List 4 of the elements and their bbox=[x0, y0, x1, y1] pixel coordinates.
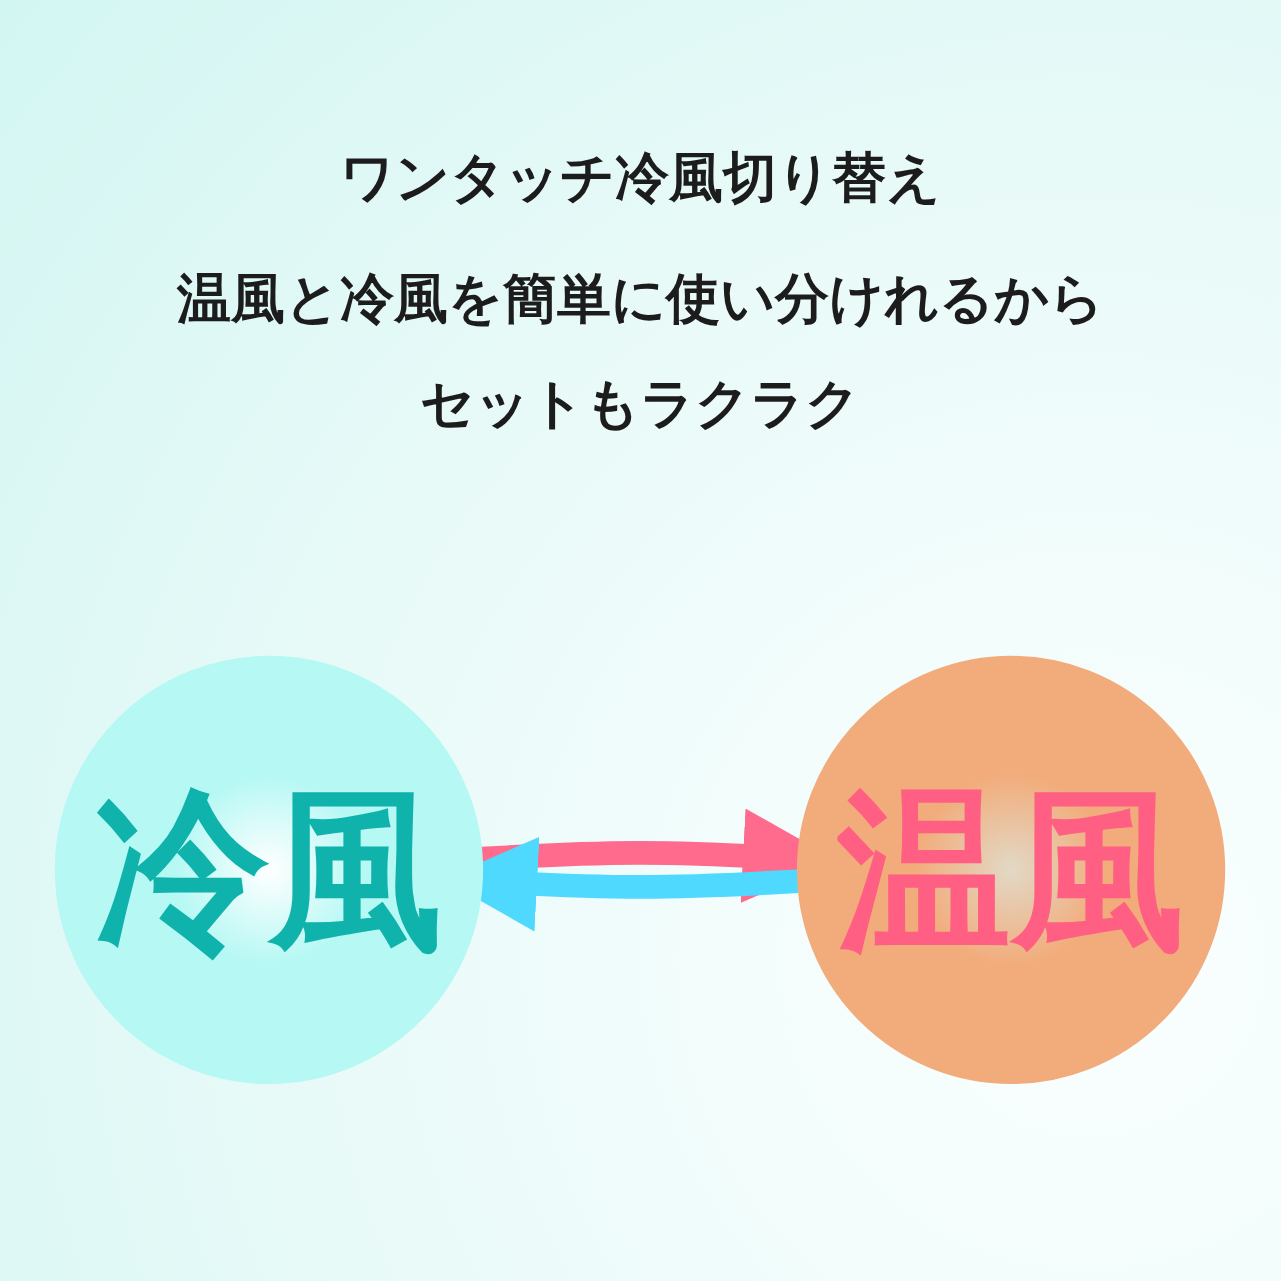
title: ワンタッチ冷風切り替え bbox=[340, 144, 941, 211]
subtitle-text: 温風と冷風を簡単に使い分けれるからセットもラクラク bbox=[175, 264, 1105, 437]
node-circle: 冷風 bbox=[54, 655, 484, 1085]
node-circle: 温風 bbox=[796, 655, 1226, 1085]
